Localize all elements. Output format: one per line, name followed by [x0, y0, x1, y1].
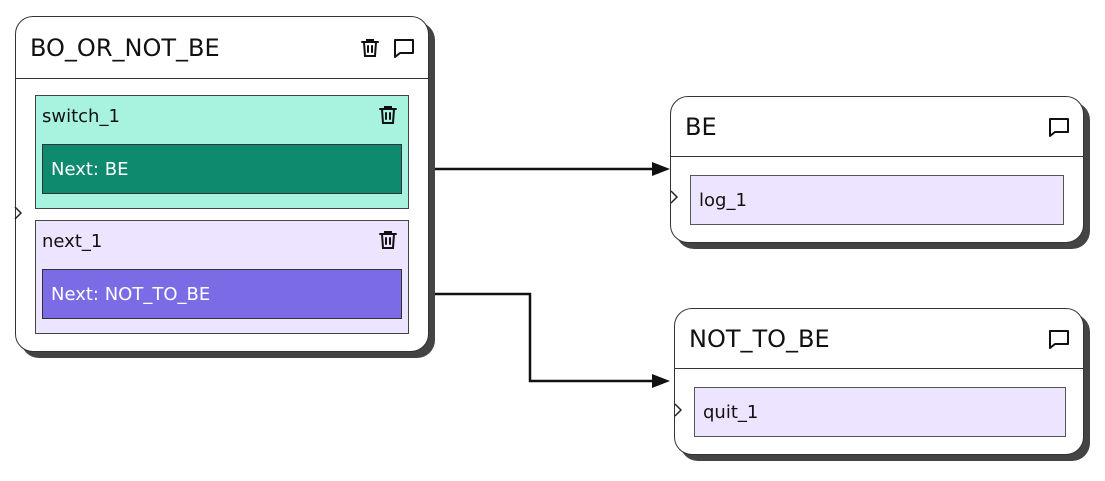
edge-arrowhead-be — [652, 162, 670, 176]
node-header: BE — [671, 97, 1083, 157]
next-target-box[interactable]: Next: NOT_TO_BE — [42, 269, 402, 319]
card-switch-1[interactable]: switch_1 Next: BE — [35, 95, 409, 209]
input-port-icon[interactable] — [674, 403, 682, 417]
trash-icon[interactable] — [358, 36, 382, 60]
action-item-log-1[interactable]: log_1 — [690, 175, 1064, 225]
card-label: next_1 — [42, 231, 103, 252]
node-be[interactable]: BE log_1 — [670, 96, 1084, 243]
node-title: BE — [685, 112, 717, 141]
card-label: switch_1 — [42, 106, 120, 127]
node-header: NOT_TO_BE — [675, 309, 1083, 369]
card-next-1[interactable]: next_1 Next: NOT_TO_BE — [35, 220, 409, 334]
node-not-to-be[interactable]: NOT_TO_BE quit_1 — [674, 308, 1084, 455]
comment-icon[interactable] — [1047, 115, 1071, 139]
node-title: NOT_TO_BE — [689, 324, 830, 353]
input-port-icon[interactable] — [670, 190, 678, 204]
edge-arrowhead-not-to-be — [652, 374, 670, 388]
comment-icon[interactable] — [1047, 327, 1071, 351]
trash-icon[interactable] — [376, 228, 400, 252]
action-item-quit-1[interactable]: quit_1 — [694, 387, 1066, 437]
trash-icon[interactable] — [376, 103, 400, 127]
node-title: BO_OR_NOT_BE — [30, 33, 220, 62]
input-port-icon[interactable] — [14, 206, 22, 220]
node-bo-or-not-be[interactable]: BO_OR_NOT_BE switch_1 Next: BE next_1 — [15, 16, 429, 352]
node-header: BO_OR_NOT_BE — [16, 17, 428, 79]
next-target-box[interactable]: Next: BE — [42, 144, 402, 194]
comment-icon[interactable] — [392, 36, 416, 60]
edge-next1-to-not-to-be — [428, 292, 652, 383]
